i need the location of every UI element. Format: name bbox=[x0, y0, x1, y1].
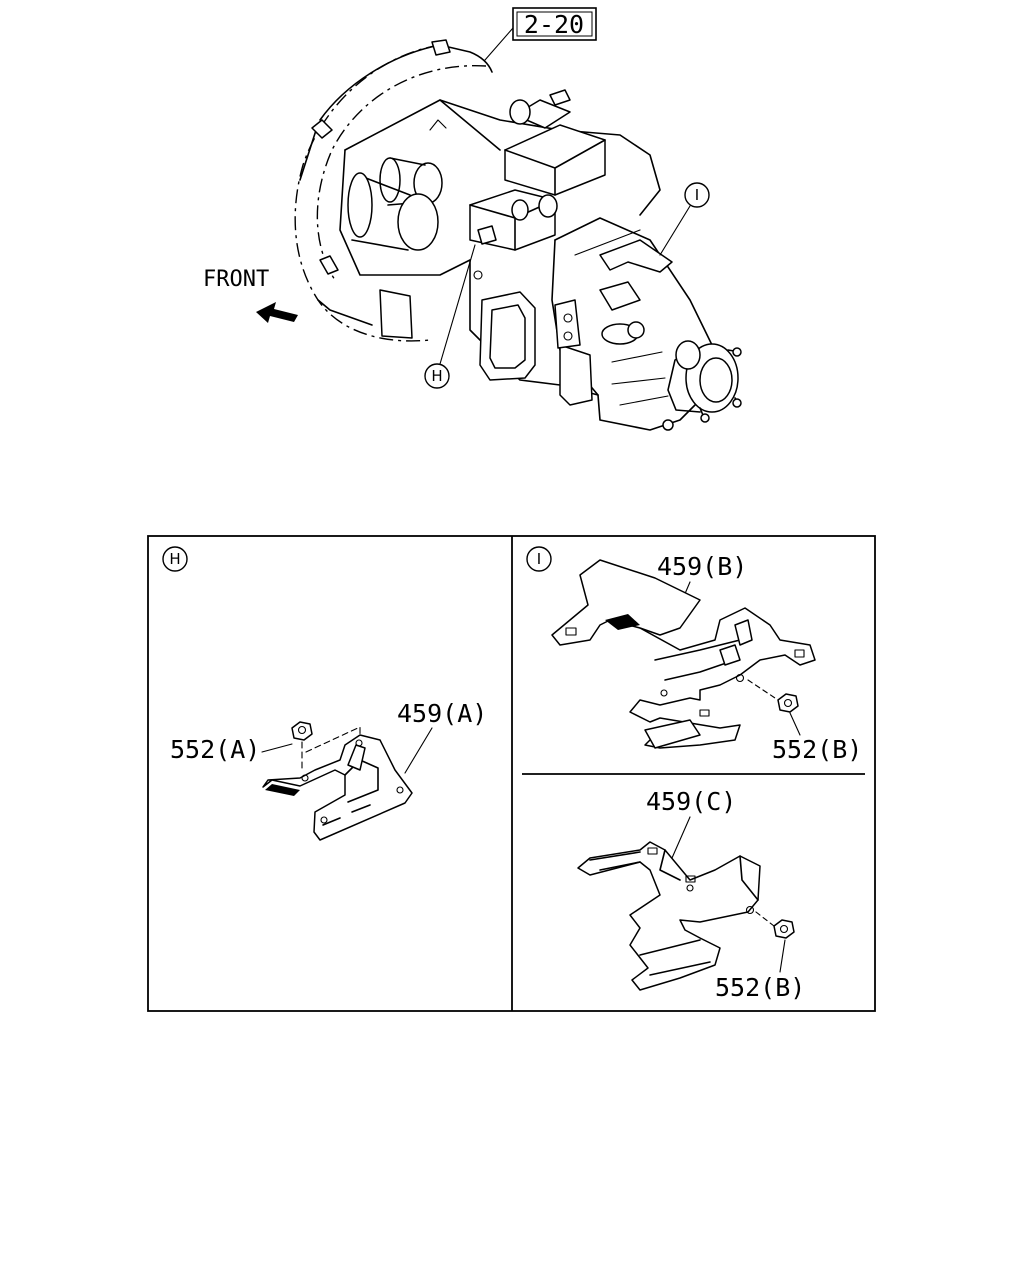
callout-i-label: I bbox=[695, 186, 699, 204]
callout-h-label: H bbox=[431, 367, 442, 385]
front-label: FRONT bbox=[203, 267, 269, 292]
part-label-552a: 552(A) bbox=[170, 735, 260, 764]
transmission-assembly bbox=[294, 39, 742, 431]
bracket-459a bbox=[262, 734, 413, 841]
callout-i: I bbox=[659, 182, 710, 256]
part-label-459c: 459(C) bbox=[646, 787, 736, 816]
nut-552b-top bbox=[777, 693, 799, 713]
reference-box: 2-20 bbox=[484, 7, 597, 61]
callout-h: H bbox=[424, 244, 476, 389]
bracket-459b bbox=[551, 559, 816, 749]
panel-h: H 459(A) 552(A) bbox=[162, 546, 487, 841]
nut-552a bbox=[291, 721, 313, 741]
nut-552b-bottom bbox=[773, 919, 795, 939]
panel-h-marker: H bbox=[169, 550, 180, 568]
reference-box-label: 2-20 bbox=[524, 10, 584, 39]
front-arrow-icon bbox=[256, 302, 298, 323]
panel-i-bottom: 459(C) 552(B) bbox=[577, 787, 805, 1002]
bracket-459c bbox=[577, 841, 761, 991]
panel-i-top: I 459(B) 552(B) bbox=[526, 546, 862, 764]
part-label-459a: 459(A) bbox=[397, 699, 487, 728]
detail-frame bbox=[147, 535, 876, 1012]
part-label-552b-top: 552(B) bbox=[772, 735, 862, 764]
part-label-552b-bottom: 552(B) bbox=[715, 973, 805, 1002]
panel-i-marker: I bbox=[537, 550, 541, 568]
part-label-459b: 459(B) bbox=[657, 552, 747, 581]
